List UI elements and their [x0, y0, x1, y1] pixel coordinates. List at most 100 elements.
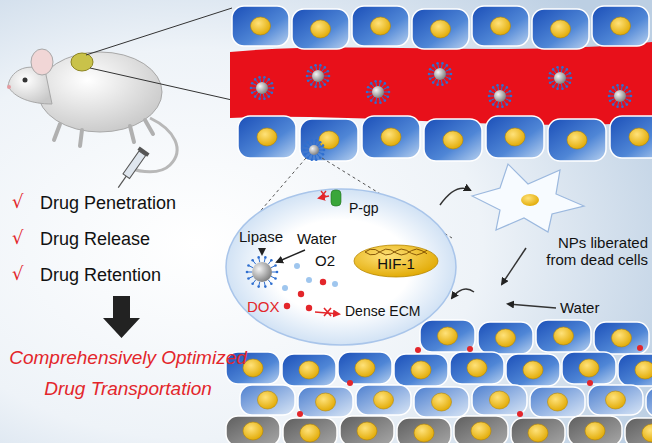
dox-dot	[587, 380, 593, 386]
check-mark: √	[12, 264, 23, 285]
process-note: NPs liberated from dead cells	[536, 234, 648, 269]
nucleus	[432, 393, 452, 411]
nucleus	[551, 20, 571, 38]
cell	[414, 387, 469, 417]
cell	[610, 116, 652, 158]
cell	[232, 6, 289, 46]
dox-dot	[467, 346, 473, 352]
dox-dot	[347, 380, 353, 386]
nucleus	[311, 20, 331, 38]
nanoparticle	[488, 84, 513, 108]
nanoparticle	[366, 80, 391, 104]
cell	[300, 119, 358, 161]
nanoparticle	[306, 64, 331, 88]
flow-arrow	[440, 188, 470, 205]
nucleus	[606, 391, 626, 409]
cell	[356, 385, 411, 415]
cell	[625, 418, 652, 443]
dox-dot	[415, 347, 421, 353]
nucleus	[642, 424, 652, 442]
nucleus	[374, 391, 394, 409]
tumor-tissue	[226, 320, 652, 443]
cell	[283, 418, 337, 443]
cell	[420, 320, 475, 352]
cell	[424, 119, 482, 161]
nucleus	[438, 327, 458, 345]
enzyme-label: Lipase	[239, 228, 283, 245]
nucleus-oval: HIF-1	[353, 244, 439, 278]
cell	[532, 9, 589, 49]
nanoparticle	[428, 62, 453, 86]
cell	[338, 352, 392, 384]
cell	[588, 385, 643, 415]
nucleus	[505, 128, 525, 146]
dox-dot	[297, 411, 303, 417]
nucleus	[467, 359, 487, 377]
nucleus	[612, 329, 632, 347]
check-mark: √	[12, 192, 23, 213]
cell	[618, 354, 652, 386]
cell	[352, 6, 409, 46]
gene-label: HIF-1	[377, 255, 415, 272]
cell	[568, 416, 622, 443]
nucleus	[528, 424, 548, 442]
dead-cell	[472, 164, 584, 232]
cell	[536, 320, 591, 352]
flow-arrow	[502, 248, 526, 284]
benefit-label: Drug Penetration	[40, 193, 176, 214]
nucleus	[299, 361, 319, 379]
dox-dot	[517, 411, 523, 417]
nucleus	[414, 424, 434, 442]
cell	[592, 6, 649, 46]
nucleus	[381, 128, 401, 146]
nanoparticle	[246, 256, 279, 288]
nucleus	[355, 359, 375, 377]
conclusion-text: Comprehensively Optimized Drug Transport…	[3, 342, 253, 405]
cell	[292, 9, 349, 49]
nucleus	[316, 393, 336, 411]
nucleus	[300, 424, 320, 442]
cell	[478, 322, 533, 354]
mouse	[7, 8, 232, 191]
nucleus	[554, 327, 574, 345]
nucleus	[611, 17, 631, 35]
nucleus	[635, 361, 652, 379]
cell	[562, 352, 616, 384]
cell	[594, 322, 649, 354]
check-mark: √	[12, 228, 23, 249]
cell	[238, 116, 296, 158]
cell	[362, 116, 420, 158]
nucleus	[491, 17, 511, 35]
cell	[486, 116, 544, 158]
benefit-label: Drug Retention	[40, 265, 161, 286]
cell	[397, 418, 451, 443]
cell	[548, 119, 606, 161]
water-label: Water	[297, 230, 336, 247]
nucleus	[443, 131, 463, 149]
down-arrow	[103, 296, 140, 338]
nanoparticle	[303, 139, 326, 161]
cell	[472, 385, 527, 415]
nanoparticle	[548, 66, 573, 90]
cell	[530, 387, 585, 417]
endothelial-cells	[232, 6, 652, 161]
tumor-cell: P-gpLipaseWaterO2DOXHIF-1	[225, 188, 457, 346]
nucleus	[490, 391, 510, 409]
nucleus	[548, 393, 568, 411]
nucleus	[579, 359, 599, 377]
nucleus	[496, 329, 516, 347]
cell	[340, 416, 394, 443]
nanoparticle	[250, 76, 275, 100]
nucleus	[357, 422, 377, 440]
flow-arrow	[508, 304, 556, 308]
nucleus	[411, 361, 431, 379]
oxygen-label: O2	[315, 252, 335, 269]
blood-vessel	[230, 42, 652, 125]
cell	[454, 416, 508, 443]
nucleus	[431, 20, 451, 38]
nucleus	[567, 131, 587, 149]
nucleus	[523, 361, 543, 379]
cell	[506, 354, 560, 386]
cell	[226, 416, 280, 443]
benefit-label: Drug Release	[40, 229, 150, 250]
